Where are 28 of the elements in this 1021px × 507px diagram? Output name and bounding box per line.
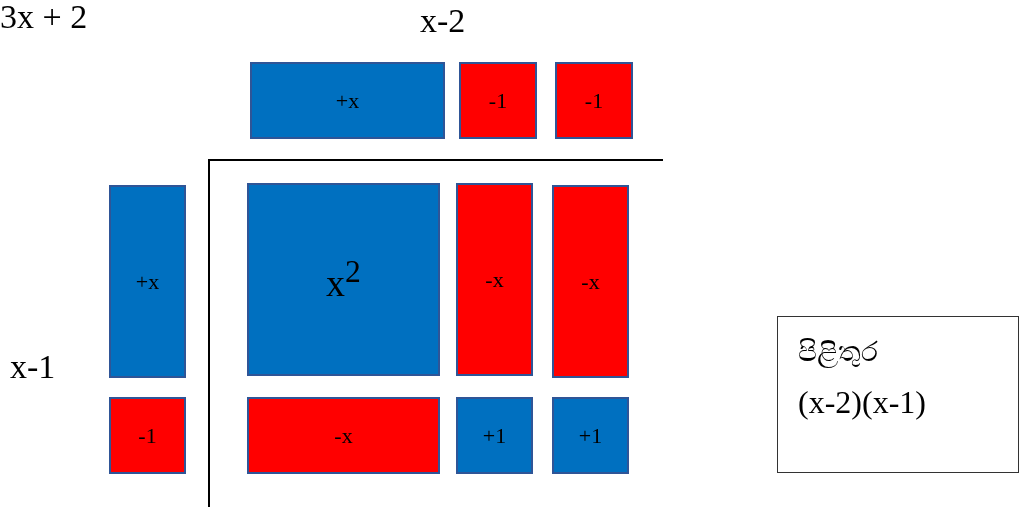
tile-label: -1 [584,87,604,114]
negative-tile [552,185,629,378]
tile-label: -x [581,268,600,295]
negative-tile [459,62,537,139]
positive-tile [247,183,440,376]
answer-text: (x-2)(x-1) [798,382,927,421]
negative-tile [247,397,440,474]
answer-heading: පිළිතුර [798,335,879,369]
positive-tile [456,397,533,474]
tile-label: -1 [488,87,508,114]
tile-label: x$^{2}$ [326,254,361,305]
tile-label: +1 [482,422,507,449]
answer-box [777,316,1019,473]
negative-tile [109,397,186,474]
left-side-label: x-1 [10,348,56,386]
negative-tile [555,62,633,139]
total-expression: 3x + 2 [0,0,88,36]
positive-tile [250,62,445,139]
tile-label: -x [334,422,353,449]
tile-label: -1 [138,422,157,449]
positive-tile [552,397,629,474]
negative-tile [456,183,533,376]
top-side-label: x-2 [420,2,466,40]
tile-label: +x [335,87,360,114]
tile-label: +1 [578,422,603,449]
positive-tile [109,185,186,378]
tile-label: -x [485,266,504,293]
tile-label: +x [135,268,160,295]
